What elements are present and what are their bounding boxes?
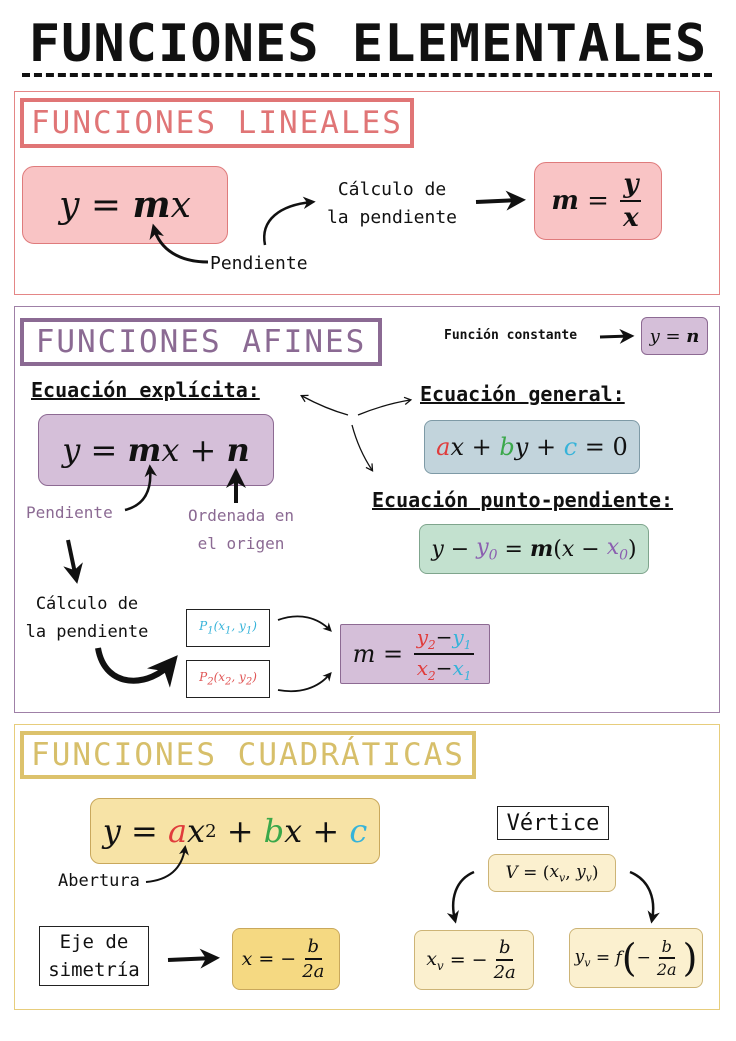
section-cuadraticas	[14, 724, 720, 1010]
arrow-calc-to-formula	[475, 190, 526, 211]
ecuacion-explicita-label: Ecuación explícita:	[31, 378, 260, 402]
calc-pendiente-label-1: Cálculo de la pendiente	[326, 179, 458, 228]
vertice-label: Vértice	[497, 806, 609, 840]
point-p2: P2(x2, y2)	[186, 660, 270, 698]
arrow-pendiente-down	[63, 539, 83, 584]
heading-lineales: FUNCIONES LINEALES	[20, 98, 414, 148]
ecuacion-punto-pendiente-label: Ecuación punto-pendiente:	[372, 488, 674, 512]
title-divider	[22, 73, 712, 77]
arrow-eje-to-formula	[167, 948, 220, 969]
abertura-label: Abertura	[58, 871, 140, 891]
calc-pendiente-label-2: Cálculo de la pendiente	[25, 594, 149, 642]
arrow-vertex-left	[446, 870, 475, 924]
funcion-constante-label: Función constante	[444, 328, 578, 343]
ordenada-origen-label: Ordenada en el origen	[188, 506, 294, 553]
arrow-p2-to-m	[277, 671, 332, 693]
arrow-branch-down	[351, 424, 374, 472]
arrow-vertex-right	[629, 870, 660, 924]
arrow-to-calc	[262, 196, 316, 246]
section-afines	[14, 306, 720, 713]
heading-cuadraticas: FUNCIONES CUADRÁTICAS	[20, 731, 476, 779]
arrow-branch-right	[357, 396, 413, 416]
pendiente-label-2: Pendiente	[26, 503, 113, 522]
formula-vertex: V = (xv, yv)	[488, 854, 616, 892]
section-lineales	[14, 91, 720, 295]
eje-simetria-label: Eje de simetría	[39, 926, 149, 986]
formula-punto-pendiente: y − y0 = m(x − x0)	[419, 524, 649, 574]
ecuacion-general-label: Ecuación general:	[420, 382, 625, 406]
arrow-branch-left	[300, 394, 349, 416]
arrow-p1-to-m	[277, 615, 332, 632]
arrow-abertura-to-a	[145, 845, 189, 883]
arrow-to-constante	[599, 328, 635, 344]
page-title: FUNCIONES ELEMENTALES	[28, 14, 708, 74]
heading-afines: FUNCIONES AFINES	[20, 318, 382, 366]
pendiente-label-1: Pendiente	[210, 253, 308, 274]
arrow-calc-to-points	[95, 647, 178, 688]
point-p1: P1(x1, y1)	[186, 609, 270, 647]
arrow-pendiente-up	[124, 464, 158, 512]
formula-slope-two-points: m = y2−y1 x2−x1	[340, 624, 490, 684]
arrow-pendiente-to-m	[149, 223, 209, 264]
formula-y-n: y = n	[641, 317, 708, 355]
